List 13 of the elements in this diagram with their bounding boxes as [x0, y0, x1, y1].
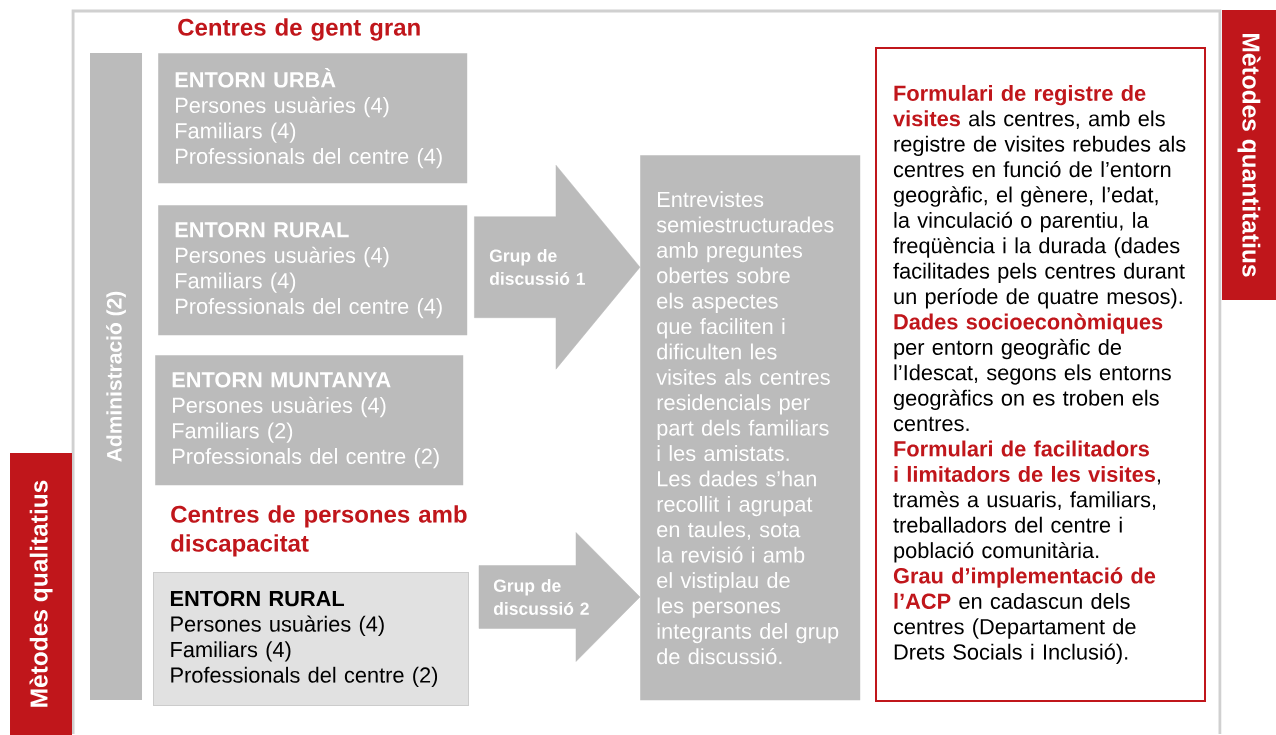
edge-label: Grup de discussió 1 — [488, 248, 591, 286]
vertical-bar: Administració (2) — [90, 53, 142, 700]
group-box: ENTORN MUNTANYA Persones usuàries (4) Familiars (2) Professionals del centre (2) — [155, 355, 464, 486]
side-tab: Mètodes qualitatius — [10, 453, 72, 735]
edge-label: Grup de discussió 2 — [492, 578, 595, 616]
group-box: ENTORN RURAL Persones usuàries (4) Familiars (4) Professionals del centre (2) — [153, 572, 469, 706]
description-box: Entrevistes semiestructurades amb preguntes obertes sobre els aspectes que faciliten i dificulten les visites als centres residencials per part dels familiars i les amistats. Les dades s’han recollit i agrupat en taules, sota la revisió i amb el vistiplau de les persones integrants del grup de discussió. — [640, 155, 861, 701]
group-box: ENTORN URBÀ Persones usuàries (4) Familiars (4) Professionals del centre (4) — [158, 53, 468, 184]
side-tab: Mètodes quantitatius — [1222, 10, 1276, 300]
section-heading: Centres de gent gran — [178, 18, 420, 41]
section-heading: Centres de persones amb discapacitat — [171, 505, 467, 557]
group-box: ENTORN RURAL Persones usuàries (4) Familiars (4) Professionals del centre (4) — [158, 205, 468, 336]
text-panel: Formulari de registre de visites als centres, amb els registre de visites rebudes als centres en funció de l’entorn geogràfic, el gènere, l’edat, la vinculació o parentiu, la freqüència i la durada (dades facilitades pels centres durant un període de quatre mesos). Dades socioeconòmiques per entorn geogràfic de l’Idescat, segons els entorns geogràfics on es troben els centres. Formulari de facilitadors i limitadors de les visites, tramès a usuaris, familiars, treballadors del centre i població comunitària. Grau d’implementació de l’ACP en cadascun dels centres (Departament de Drets Socials i Inclusió). — [875, 47, 1206, 702]
